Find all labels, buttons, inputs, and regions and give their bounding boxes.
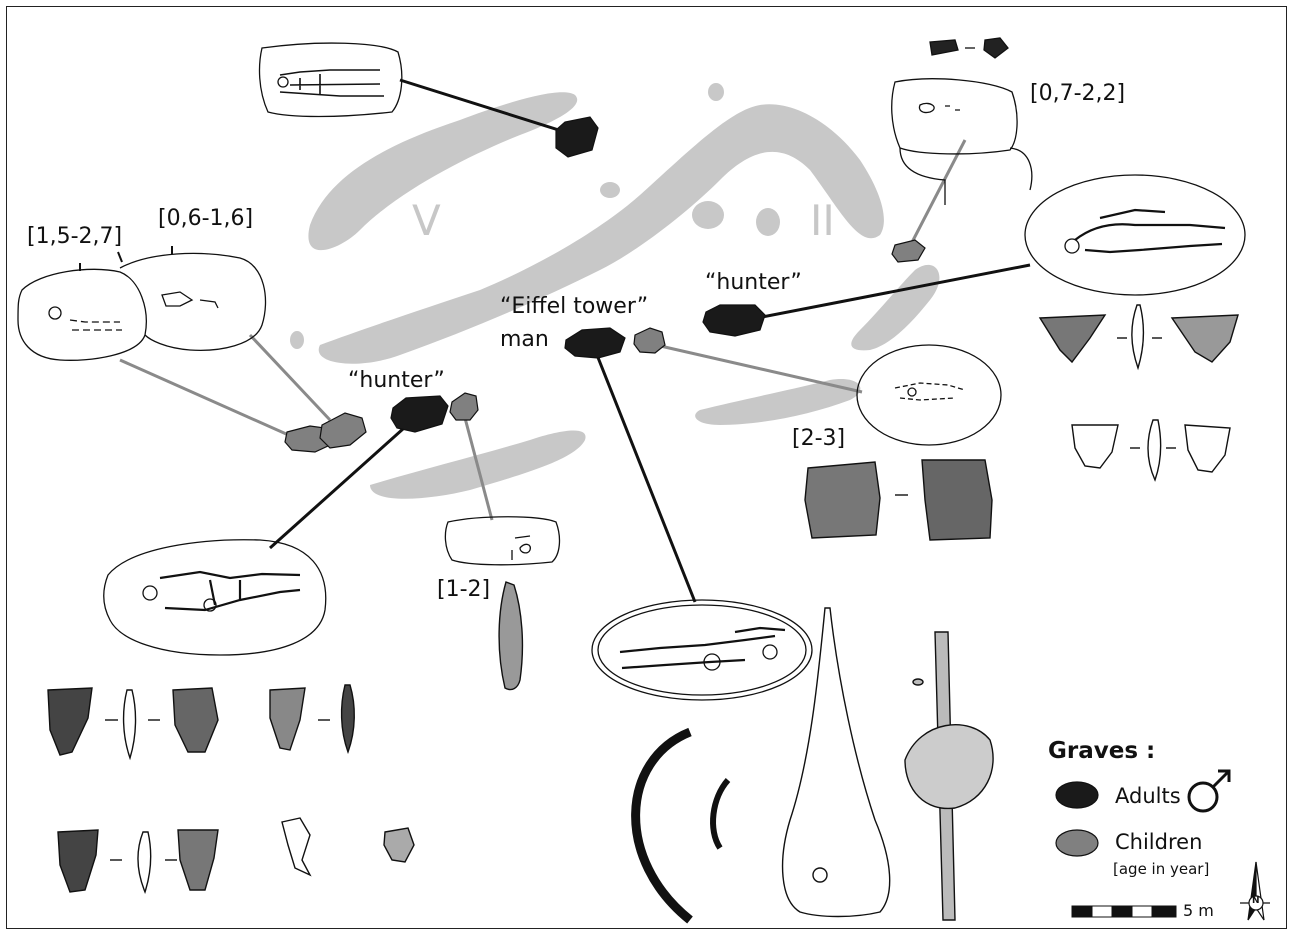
plan-top-adult (260, 43, 402, 116)
grave-plans (18, 38, 1245, 700)
zone-label-v: V (412, 200, 441, 242)
zone-blob-4 (708, 83, 724, 101)
age-label-1-5-2-7: [1,5-2,7] (27, 226, 122, 248)
plan-child-1-2 (445, 517, 559, 565)
link-eiffel-child (656, 345, 862, 392)
age-label-0-7-2-2: [0,7-2,2] (1030, 83, 1125, 105)
age-label-2-3: [2-3] (792, 428, 845, 450)
grave-child-1-2 (450, 393, 478, 420)
label-eiffel-line-1: “Eiffel tower” (500, 296, 648, 318)
artifact-bottom-tusk (636, 732, 728, 920)
plan-left-child-pair (18, 246, 266, 360)
artifact-bottom-shaft (905, 632, 993, 920)
plan-topright-child (892, 38, 1032, 205)
link-eiffel-adult (597, 355, 695, 602)
label-hunter-right: “hunter” (705, 272, 802, 294)
artifact-bottom-pick (783, 608, 890, 917)
legend-adults-label: Adults (1115, 786, 1181, 807)
zone-blob-3 (600, 182, 620, 198)
grave-child-eiffel (634, 328, 665, 353)
age-label-0-6-1-6: [0,6-1,6] (158, 208, 253, 230)
scale-bar (1072, 906, 1176, 917)
zone-blob-2 (756, 208, 780, 236)
grave-adult-hunter-right (703, 305, 765, 336)
grave-child-topright (892, 240, 925, 262)
artifact-right-points (1040, 305, 1238, 480)
plan-hunter-left (104, 540, 326, 655)
north-label: N (1252, 897, 1260, 906)
artifact-left-row-1 (48, 685, 354, 758)
artifact-plaques (805, 460, 992, 540)
north-arrow-icon (1240, 862, 1270, 920)
zone-label-ii: II (810, 200, 835, 242)
age-label-1-2: [1-2] (437, 579, 490, 601)
legend-title: Graves : (1048, 740, 1155, 763)
legend-age-note: [age in year] (1113, 862, 1209, 877)
artifact-awl (499, 582, 522, 690)
link-left-child-a (120, 360, 293, 437)
plan-right-hunter (1025, 175, 1245, 295)
zone-shape-right-arc (851, 265, 939, 351)
grave-adult-top (556, 117, 598, 157)
plan-eiffel-child (857, 345, 1001, 445)
grave-adult-eiffel (565, 328, 625, 358)
legend-child-marker (1056, 830, 1098, 856)
link-topright-child (908, 140, 965, 250)
label-eiffel-line-2: man (500, 329, 549, 351)
scale-label: 5 m (1183, 903, 1214, 919)
grave-adult-hunter-left (391, 396, 448, 432)
link-left-child-b (250, 335, 330, 420)
zone-blob-5 (290, 331, 304, 349)
label-hunter-left: “hunter” (348, 370, 445, 392)
zone-blob-1 (692, 201, 724, 229)
male-symbol-icon (1189, 771, 1229, 811)
artifact-left-row-2 (58, 818, 414, 892)
legend-adult-marker (1056, 782, 1098, 808)
plan-eiffel-adult (592, 600, 812, 700)
legend-children-label: Children (1115, 832, 1202, 853)
